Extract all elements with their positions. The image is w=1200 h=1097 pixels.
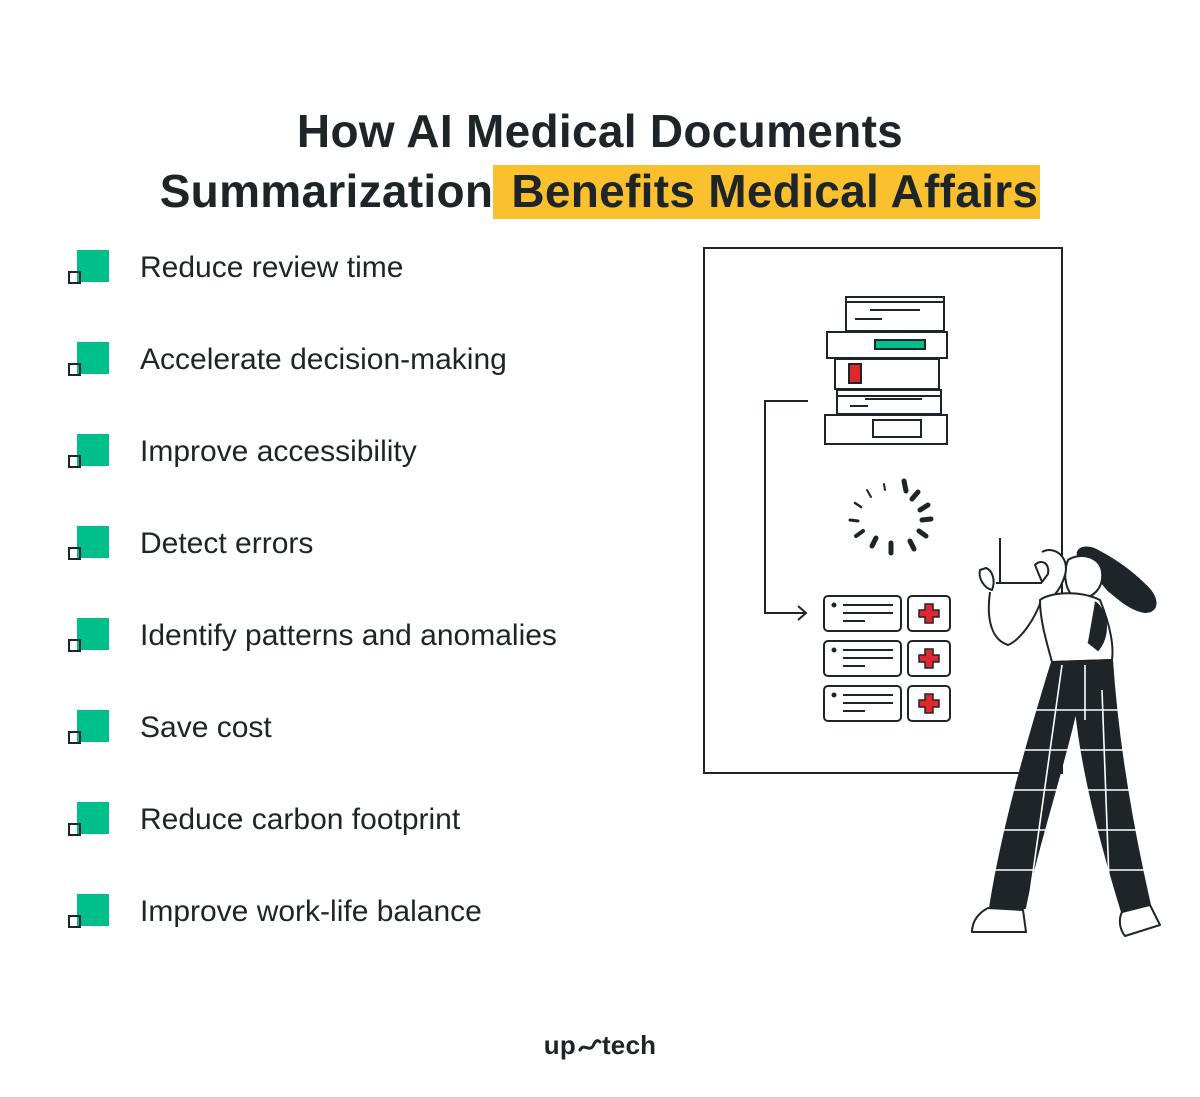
benefit-label: Detect errors	[140, 527, 314, 560]
bullet-icon	[68, 250, 110, 290]
benefit-label: Improve accessibility	[140, 435, 417, 468]
benefit-label: Save cost	[140, 711, 272, 744]
woman-with-laptop-figure	[971, 538, 1161, 937]
list-item: Improve work-life balance	[68, 894, 688, 934]
benefit-label: Accelerate decision-making	[140, 343, 507, 376]
bullet-icon	[68, 342, 110, 382]
title-plain-text: Summarization	[159, 164, 494, 217]
list-item: Reduce review time	[68, 250, 688, 290]
document-stack-icon	[824, 296, 948, 445]
bullet-icon	[68, 526, 110, 566]
benefit-label: Reduce carbon footprint	[140, 803, 461, 836]
bullet-icon	[68, 618, 110, 658]
list-item: Reduce carbon footprint	[68, 802, 688, 842]
logo-text-right: tech	[601, 1030, 657, 1060]
list-item: Accelerate decision-making	[68, 342, 688, 382]
list-item: Detect errors	[68, 526, 688, 566]
medical-summary-card-icon	[823, 595, 951, 722]
title-highlight: Benefits Medical Affairs	[493, 164, 1041, 219]
list-item: Identify patterns and anomalies	[68, 618, 688, 658]
logo-text-left: up	[543, 1030, 576, 1060]
list-item: Improve accessibility	[68, 434, 688, 474]
bullet-icon	[68, 710, 110, 750]
bullet-icon	[68, 434, 110, 474]
illustration	[703, 247, 1161, 937]
loading-spinner-icon	[848, 478, 934, 556]
upstech-logo-mark	[578, 1039, 602, 1052]
benefit-label: Identify patterns and anomalies	[140, 619, 557, 652]
benefit-label: Improve work-life balance	[140, 895, 482, 928]
list-item: Save cost	[68, 710, 688, 750]
title-line-1: How AI Medical Documents	[296, 104, 904, 157]
bullet-icon	[68, 894, 110, 934]
flow-arrow	[764, 400, 808, 621]
benefit-label: Reduce review time	[140, 251, 404, 284]
bullet-icon	[68, 802, 110, 842]
